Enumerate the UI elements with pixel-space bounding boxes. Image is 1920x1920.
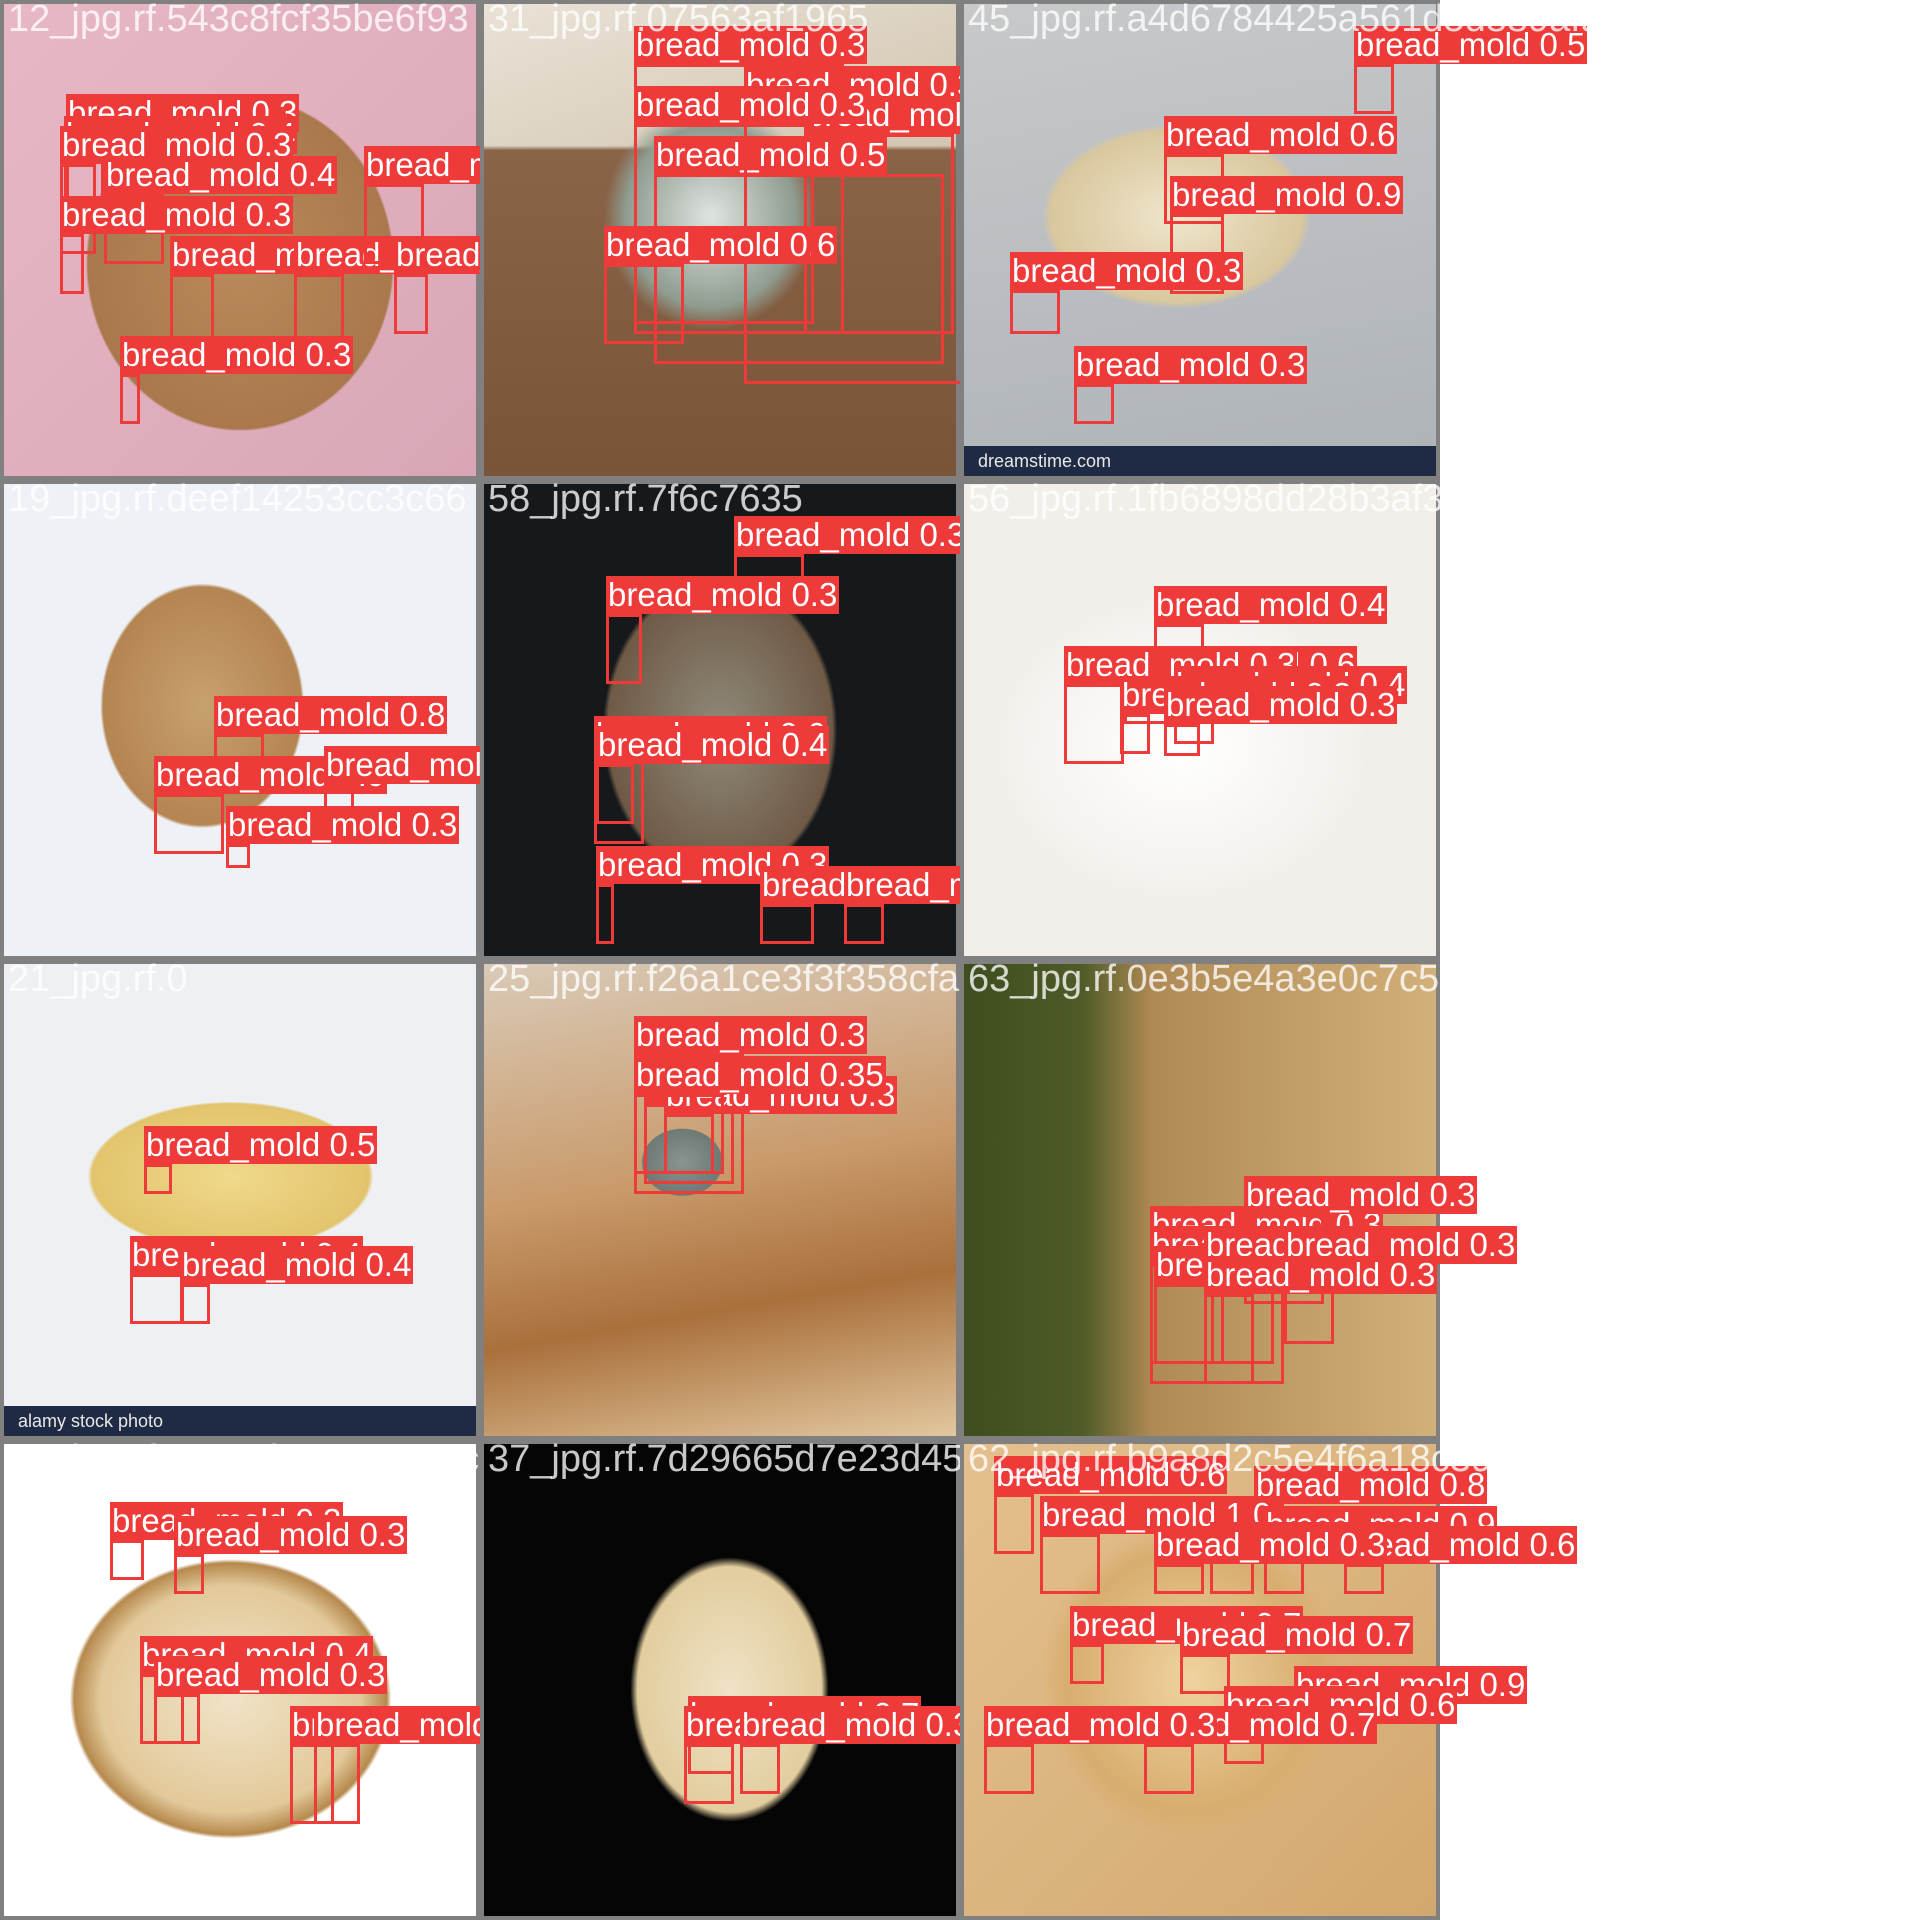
- detection-label: bread_mold 0.3: [740, 1706, 974, 1744]
- image-tile: dreamstime.com bread_mold 0.5 bread_mold 0…: [960, 0, 1739, 480]
- detection-label: bread_mold 0.3: [1010, 252, 1244, 290]
- detection-label: bread_mold 0.3: [1164, 686, 1398, 724]
- detection-label: bread_mold 0.3: [1074, 346, 1308, 384]
- detection-label: bread_mold 0.4: [596, 726, 830, 764]
- detection-label: bread_mold 0.3: [634, 86, 868, 124]
- detection-label: bread_mold 0.3: [734, 516, 968, 554]
- detection-label: bread_mold 0.6: [1164, 116, 1398, 154]
- detection-label: bread_mold 0.3: [226, 806, 460, 844]
- detection-label: bread_mold 0.3: [1204, 1256, 1438, 1294]
- detection-label: bread_mold 0.3: [1244, 1176, 1478, 1214]
- stock-watermark: dreamstime.com: [964, 446, 1436, 476]
- image-tile: bread_mold 0.3 bread_mold 0.3 bread_mold 0…: [480, 478, 1078, 960]
- detection-label: bread_mold 0.9: [1170, 176, 1404, 214]
- detection-label: bread_mold 0.3: [60, 196, 294, 234]
- detection-label: bread_mold 0.3: [984, 1706, 1218, 1744]
- detection-label: bread_mold 0.3: [1154, 1526, 1388, 1564]
- detection-label: bread_mold 0.4: [1154, 586, 1388, 624]
- detection-label: bread_mold 0.3: [606, 576, 840, 614]
- image-tile: alamy stock photo bread_mold 0.5 bread_mol…: [0, 958, 480, 1440]
- detection-label: bread_mold 0.8: [1254, 1466, 1488, 1504]
- detection-label: bread_mold 0.7: [1180, 1616, 1414, 1654]
- image-tile: bread_mold 0.3 bread_mold 0.5 bread_mold 0…: [480, 0, 1038, 480]
- detection-label: bread_mold 0.35: [634, 1056, 886, 1094]
- detection-label: bread_mold 0.6: [604, 226, 838, 264]
- bread-photo: dreamstime.com: [964, 4, 1436, 476]
- detection-label: bread_mold 0.3: [634, 1016, 868, 1054]
- detection-label: bread_mold 0.5: [654, 136, 888, 174]
- detection-label: bread_mold 0.5: [1354, 26, 1588, 64]
- detection-label: bread_mold 0.4: [104, 156, 338, 194]
- detection-label: bread_mold 0.3: [120, 336, 354, 374]
- stock-watermark: alamy stock photo: [4, 1406, 476, 1436]
- detection-label: bread_mold 0.8: [214, 696, 448, 734]
- detection-label: bread_mold 0.3: [154, 1656, 388, 1694]
- detection-label: bread_mold 0.5: [144, 1126, 378, 1164]
- bread-photo: [484, 1444, 956, 1916]
- detection-label: bread_mold 0.4: [180, 1246, 414, 1284]
- detection-label: bread_mold 0.6: [994, 1456, 1228, 1494]
- detection-label: bread_mold 0.3: [174, 1516, 408, 1554]
- detection-label: bread_mold 0.3: [634, 26, 868, 64]
- bread-photo: alamy stock photo: [4, 964, 476, 1436]
